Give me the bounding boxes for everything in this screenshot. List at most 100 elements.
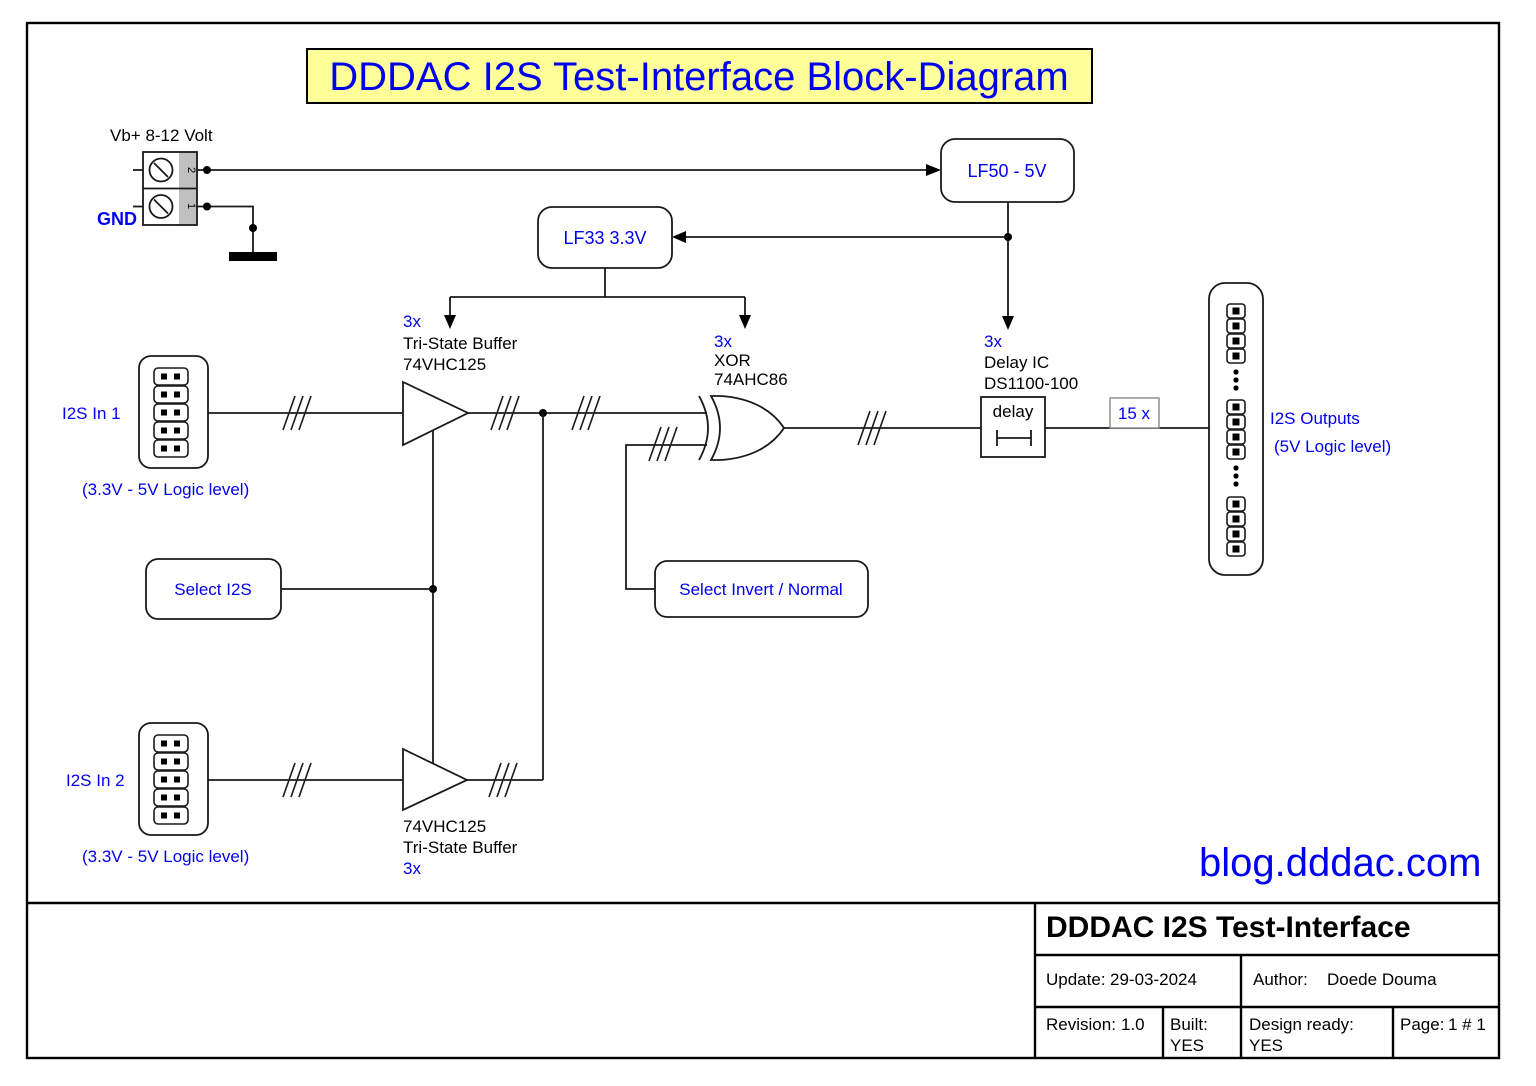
pin-pair-icon	[153, 788, 189, 807]
buffer2-count: 3x	[403, 859, 421, 878]
select-invert-label: Select Invert / Normal	[679, 580, 842, 599]
i2s-outputs-label: I2S Outputs	[1270, 409, 1360, 428]
arrowhead-icon	[926, 164, 941, 176]
i2s-outputs-connector: I2S Outputs (5V Logic level)	[1208, 282, 1391, 576]
design-ready-label: Design ready:	[1249, 1015, 1354, 1034]
delay-count: 3x	[984, 332, 1002, 351]
revision-label: Revision:	[1046, 1015, 1116, 1034]
output-pin-icon	[1226, 526, 1246, 542]
terminal-pin-1: 1	[185, 203, 197, 209]
arrowhead-icon	[444, 315, 456, 329]
built-value: YES	[1170, 1036, 1204, 1055]
pin-pair-icon	[153, 770, 189, 789]
xor-name: XOR	[714, 351, 751, 370]
page-border	[25, 21, 1501, 1060]
screw-terminal-icon	[148, 157, 174, 183]
update-value: 29-03-2024	[1110, 970, 1197, 989]
design-ready-value: YES	[1249, 1036, 1283, 1055]
pin-pair-icon	[153, 367, 189, 386]
title-banner: DDDAC I2S Test-Interface Block-Diagram	[306, 48, 1093, 104]
lf50-label: LF50 - 5V	[967, 161, 1046, 181]
junction-dot	[249, 224, 257, 232]
output-pin-icon	[1226, 429, 1246, 445]
i2s-in-2-connector: I2S In 2 (3.3V - 5V Logic level)	[66, 722, 249, 866]
pin-pair-icon	[153, 439, 189, 458]
multiplier-box	[1109, 397, 1160, 429]
select-i2s-label: Select I2S	[174, 580, 252, 599]
output-pin-icon	[1226, 444, 1246, 460]
i2s-outputs-level: (5V Logic level)	[1274, 437, 1391, 456]
terminal-pin-2: 2	[185, 167, 197, 173]
output-pin-icon	[1226, 541, 1246, 557]
website-text: blog.dddac.com	[1199, 841, 1481, 885]
output-pin-icon	[1226, 303, 1246, 319]
pin-pair-icon	[153, 403, 189, 422]
i2s-in-2-level: (3.3V - 5V Logic level)	[82, 847, 249, 866]
xor-gate: 3x XOR 74AHC86	[698, 332, 981, 461]
output-pin-icon	[1226, 348, 1246, 364]
delay-name: Delay IC	[984, 353, 1049, 372]
i2s-in-1-connector: I2S In 1 (3.3V - 5V Logic level)	[62, 355, 249, 499]
pin-pair-icon	[153, 806, 189, 825]
ground-icon	[229, 252, 277, 261]
junction-dot	[203, 166, 211, 174]
xor-count: 3x	[714, 332, 732, 351]
output-pin-icon	[1226, 333, 1246, 349]
delay-part: DS1100-100	[984, 374, 1078, 393]
title-block: DDDAC I2S Test-Interface Update: 29-03-2…	[27, 901, 1499, 1058]
tri-state-buffer-1: 3x Tri-State Buffer 74VHC125	[208, 312, 707, 780]
buffer-gate-icon	[402, 380, 471, 447]
tri-state-buffer-2: 74VHC125 Tri-State Buffer 3x	[208, 747, 543, 878]
bus-width-marker	[648, 426, 678, 462]
screw-terminal-icon	[148, 194, 174, 219]
built-label: Built:	[1170, 1015, 1208, 1034]
title-block-title: DDDAC I2S Test-Interface	[1046, 911, 1411, 944]
buffer1-name: Tri-State Buffer	[403, 334, 518, 353]
buffer1-part: 74VHC125	[403, 355, 486, 374]
xor-back-arc-icon	[698, 395, 709, 461]
page-value: 1 # 1	[1448, 1015, 1486, 1034]
vb-wire	[197, 164, 941, 176]
output-pin-icon	[1226, 511, 1246, 527]
delay-symbol-label: delay	[993, 402, 1034, 421]
xor-gate-icon	[709, 395, 786, 461]
revision-value: 1.0	[1121, 1015, 1145, 1034]
author-label: Author:	[1253, 970, 1308, 989]
pin-pair-icon	[153, 734, 189, 753]
output-pin-icon	[1226, 414, 1246, 430]
delay-ic: delay 3x Delay IC DS1100-100 15 x	[980, 332, 1209, 458]
buffer-gate-icon	[402, 747, 470, 812]
i2s-in-2-label: I2S In 2	[66, 771, 125, 790]
arrowhead-icon	[672, 231, 686, 243]
output-pin-icon	[1226, 318, 1246, 334]
rail-5v	[672, 202, 1014, 330]
junction-dot	[203, 202, 211, 211]
lf33-label: LF33 3.3V	[563, 228, 646, 248]
lf33-regulator-box: LF33 3.3V	[537, 206, 673, 269]
i2s-in-1-label: I2S In 1	[62, 404, 121, 423]
pin-pair-icon	[153, 385, 189, 404]
buffer2-name: Tri-State Buffer	[403, 838, 518, 857]
buffer1-count: 3x	[403, 312, 421, 331]
rail-3v3	[444, 268, 751, 329]
arrowhead-icon	[739, 315, 751, 329]
pin-pair-icon	[153, 421, 189, 440]
xor-part: 74AHC86	[714, 370, 788, 389]
update-label: Update:	[1046, 970, 1106, 989]
delay-symbol-icon	[996, 430, 1032, 446]
ground-branch	[197, 202, 277, 261]
page-label: Page:	[1400, 1015, 1444, 1034]
gnd-label: GND	[97, 209, 137, 229]
banner-title: DDDAC I2S Test-Interface Block-Diagram	[329, 55, 1069, 99]
select-i2s-box: Select I2S	[145, 558, 433, 620]
select-invert-box: Select Invert / Normal	[625, 426, 869, 618]
buffer2-part: 74VHC125	[403, 817, 486, 836]
pin-pair-icon	[153, 752, 189, 771]
output-pin-icon	[1226, 496, 1246, 512]
i2s-in-1-level: (3.3V - 5V Logic level)	[82, 480, 249, 499]
delay-box	[980, 396, 1046, 458]
power-terminal-block: Vb+ 8-12 Volt 2 1 GND	[97, 126, 213, 229]
arrowhead-icon	[1002, 316, 1014, 330]
